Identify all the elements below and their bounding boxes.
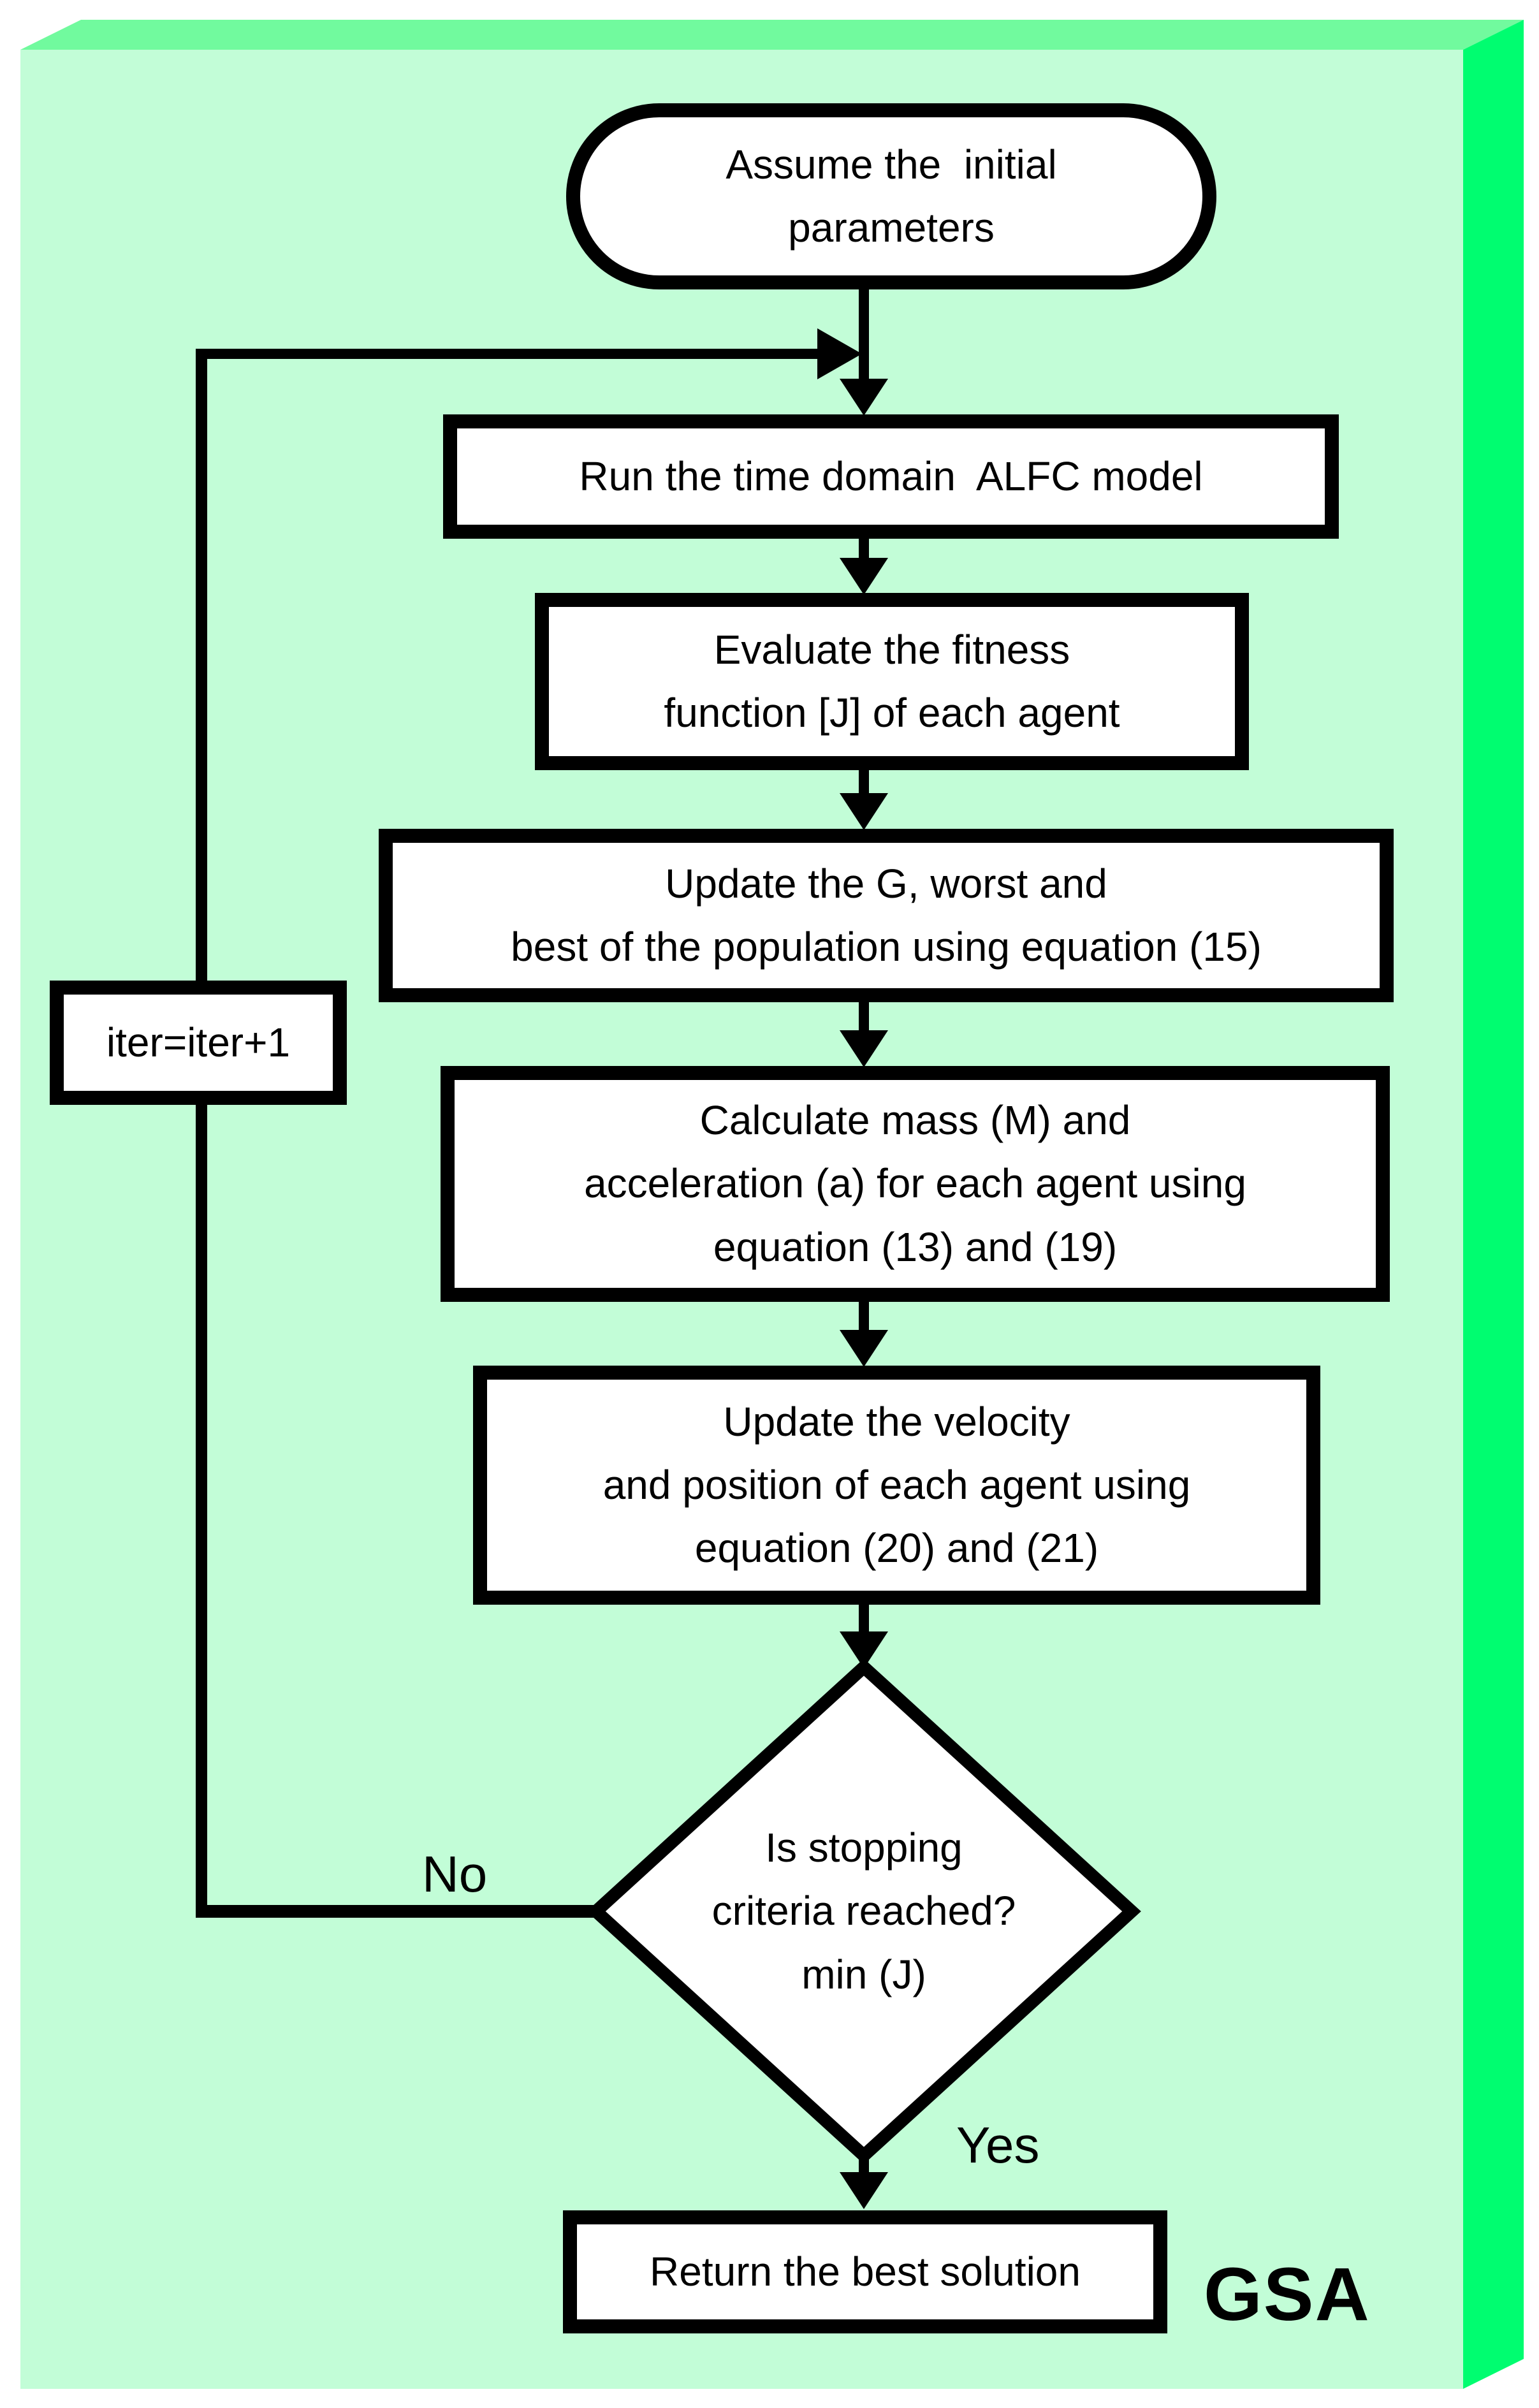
board-right-face	[1463, 20, 1524, 2389]
connector-run-evaluate	[859, 539, 869, 558]
process-evaluate-fitness: Evaluate the fitness function [J] of eac…	[535, 593, 1249, 770]
no-branch-label: No	[422, 1846, 488, 1902]
connector-start-run	[859, 289, 869, 379]
arrowhead-calcmass-icon	[840, 1030, 888, 1067]
arrowhead-run-icon	[840, 379, 888, 416]
feedback-arrowhead-icon	[817, 328, 862, 379]
connector-updatevel-decision	[859, 1605, 869, 1631]
feedback-vertical-line	[196, 349, 207, 1918]
decision-diamond	[587, 1658, 1141, 2164]
decision-text: Is stopping criteria reached? min (J)	[711, 1825, 1016, 1997]
process-update-g: Update the G, worst and best of the popu…	[379, 829, 1394, 1002]
process-update-velocity: Update the velocity and position of each…	[473, 1366, 1320, 1605]
yes-branch-label: Yes	[956, 2117, 1040, 2173]
arrowhead-updateg-icon	[840, 793, 888, 830]
arrowhead-evaluate-icon	[840, 558, 888, 595]
connector-evaluate-updateg	[859, 770, 869, 793]
feedback-bottom-line	[196, 1905, 596, 1918]
connector-calcmass-updatevel	[859, 1302, 869, 1330]
board-top-face	[20, 20, 1524, 50]
algorithm-name-label: GSA	[1204, 2252, 1371, 2337]
feedback-top-line	[196, 349, 817, 359]
connector-updateg-calcmass	[859, 1002, 869, 1030]
process-run-model: Run the time domain ALFC model	[443, 414, 1339, 539]
start-terminator: Assume the initial parameters	[566, 103, 1216, 289]
arrowhead-updatevel-icon	[840, 1330, 888, 1367]
process-return-best: Return the best solution	[563, 2210, 1167, 2333]
arrowhead-return-icon	[840, 2172, 888, 2209]
process-calc-mass-accel: Calculate mass (M) and acceleration (a) …	[441, 1066, 1390, 1302]
process-iteration-counter: iter=iter+1	[50, 981, 347, 1105]
